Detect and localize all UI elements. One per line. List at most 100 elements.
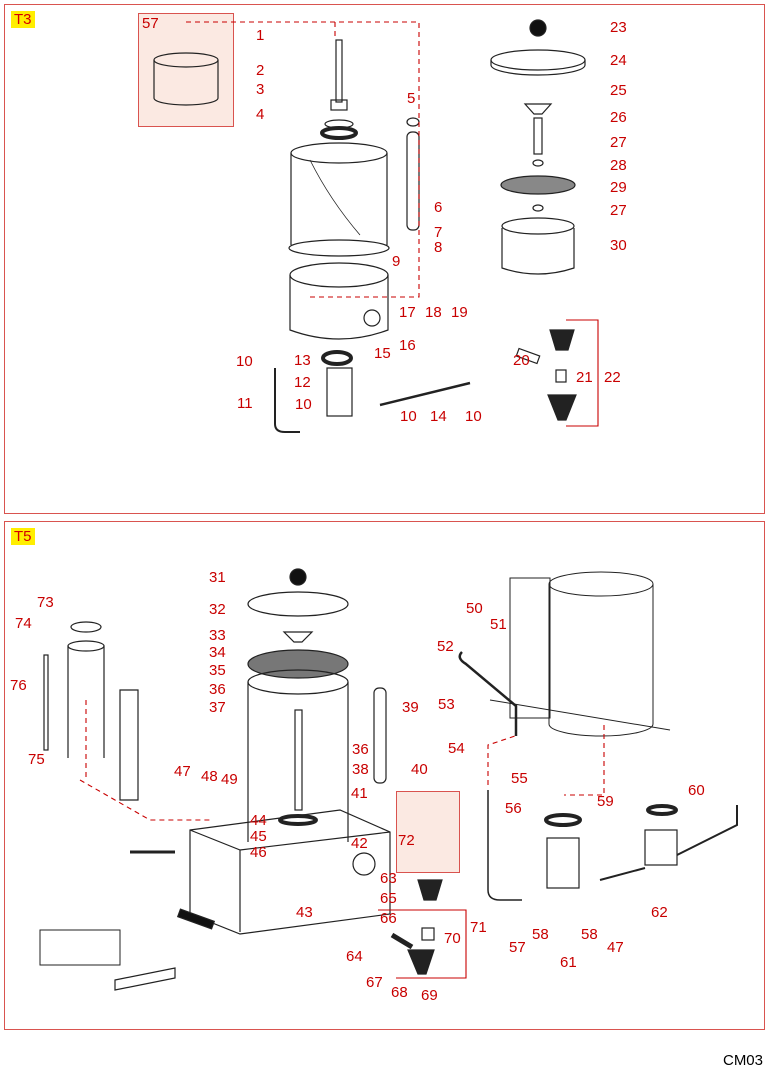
filter-29-drawing	[500, 175, 576, 195]
dashed-guide-57	[186, 21, 420, 298]
document-code: CM03	[722, 1052, 763, 1069]
callout-33: 33	[209, 627, 226, 644]
callout-44: 44	[250, 812, 267, 829]
thermostat-63-drawing	[352, 852, 376, 876]
base-box-drawing	[189, 809, 391, 935]
callout-47b: 47	[607, 939, 624, 956]
callout-41: 41	[351, 785, 368, 802]
callout-39: 39	[402, 699, 419, 716]
callout-25: 25	[610, 82, 627, 99]
panel-t3	[4, 4, 765, 514]
ring-57-drawing	[153, 52, 219, 106]
callout-13: 13	[294, 352, 311, 369]
callout-17: 17	[399, 304, 416, 321]
knob-31-drawing	[289, 568, 307, 586]
callout-55: 55	[511, 770, 528, 787]
callout-11: 11	[237, 395, 253, 412]
callout-45: 45	[250, 828, 267, 845]
knob-23-drawing	[529, 19, 547, 37]
heater-62-drawing	[644, 805, 738, 866]
tap-71-drawing	[407, 879, 443, 975]
callout-58a: 58	[532, 926, 549, 943]
callout-18: 18	[425, 304, 442, 321]
nut-27b-drawing	[532, 204, 544, 212]
element-75-drawing	[67, 640, 105, 758]
callout-6: 6	[434, 199, 443, 216]
dashed-guides	[79, 21, 605, 821]
callout-9: 9	[392, 253, 401, 270]
panel-tag-t3: T3	[11, 11, 35, 28]
panel-t5	[4, 521, 765, 1030]
callout-76: 76	[10, 677, 27, 694]
callout-24: 24	[610, 52, 627, 69]
callout-48: 48	[201, 768, 218, 785]
callout-10c: 10	[400, 408, 417, 425]
tube-26-drawing	[533, 117, 543, 155]
bracket-drawing	[39, 929, 121, 966]
callout-32: 32	[209, 601, 226, 618]
rod-76-drawing	[43, 654, 49, 751]
pipe-14-drawing	[379, 381, 471, 407]
callout-21: 21	[576, 369, 593, 386]
callout-62: 62	[651, 904, 668, 921]
callout-47a: 47	[174, 763, 191, 780]
urn-body-drawing	[247, 669, 349, 842]
callout-73: 73	[37, 594, 54, 611]
callout-70: 70	[444, 930, 461, 947]
callout-5: 5	[407, 90, 416, 107]
pipe-56-drawing	[487, 790, 522, 901]
callout-36b: 36	[352, 741, 369, 758]
callout-54: 54	[448, 740, 465, 757]
callout-53: 53	[438, 696, 455, 713]
gasket-60-drawing	[646, 804, 678, 816]
base-body-drawing	[289, 262, 389, 340]
funnel-25-drawing	[523, 103, 553, 115]
gasket-4-drawing	[320, 126, 358, 140]
callout-74: 74	[15, 615, 32, 632]
cover-drawing	[119, 689, 139, 801]
callout-57: 57	[509, 939, 526, 956]
callout-27a: 27	[610, 134, 627, 151]
callout-68: 68	[391, 984, 408, 1001]
callout-4: 4	[256, 106, 265, 123]
callout-75: 75	[28, 751, 45, 768]
callout-20: 20	[513, 352, 530, 369]
tube-38-drawing	[294, 709, 303, 811]
heater-61-drawing	[544, 813, 582, 889]
callout-29: 29	[610, 179, 627, 196]
angle-plate-drawing	[114, 967, 176, 991]
callout-60: 60	[688, 782, 705, 799]
callout-28: 28	[610, 157, 627, 174]
callout-19: 19	[451, 304, 468, 321]
callout-12: 12	[294, 374, 311, 391]
callout-49: 49	[221, 771, 238, 788]
panel-tag-t5: T5	[11, 528, 35, 545]
callout-37: 37	[209, 699, 226, 716]
callout-26: 26	[610, 109, 627, 126]
callout-52: 52	[437, 638, 454, 655]
sight-glass-40-drawing	[373, 687, 387, 784]
urn-t5-preview-drawing	[489, 571, 671, 737]
callout-10a: 10	[236, 353, 253, 370]
callout-8: 8	[434, 239, 443, 256]
callout-27b: 27	[610, 202, 627, 219]
callout-30: 30	[610, 237, 627, 254]
dashed-guide-75	[79, 779, 210, 821]
callout-2: 2	[256, 62, 265, 79]
callout-31: 31	[209, 569, 226, 586]
dashed-guide-54	[487, 734, 519, 785]
callout-34: 34	[209, 644, 226, 661]
sight-glass-6-drawing	[406, 117, 420, 231]
nipple-20-drawing	[515, 347, 541, 365]
callout-14: 14	[430, 408, 447, 425]
callout-43: 43	[296, 904, 313, 921]
tap-22-drawing	[547, 329, 577, 421]
callout-46: 46	[250, 844, 267, 861]
callout-71: 71	[470, 919, 487, 936]
callout-7: 7	[434, 224, 443, 241]
brackets	[378, 319, 599, 979]
funnel-33-drawing	[282, 631, 314, 643]
callout-16: 16	[399, 337, 416, 354]
callout-64: 64	[346, 948, 363, 965]
